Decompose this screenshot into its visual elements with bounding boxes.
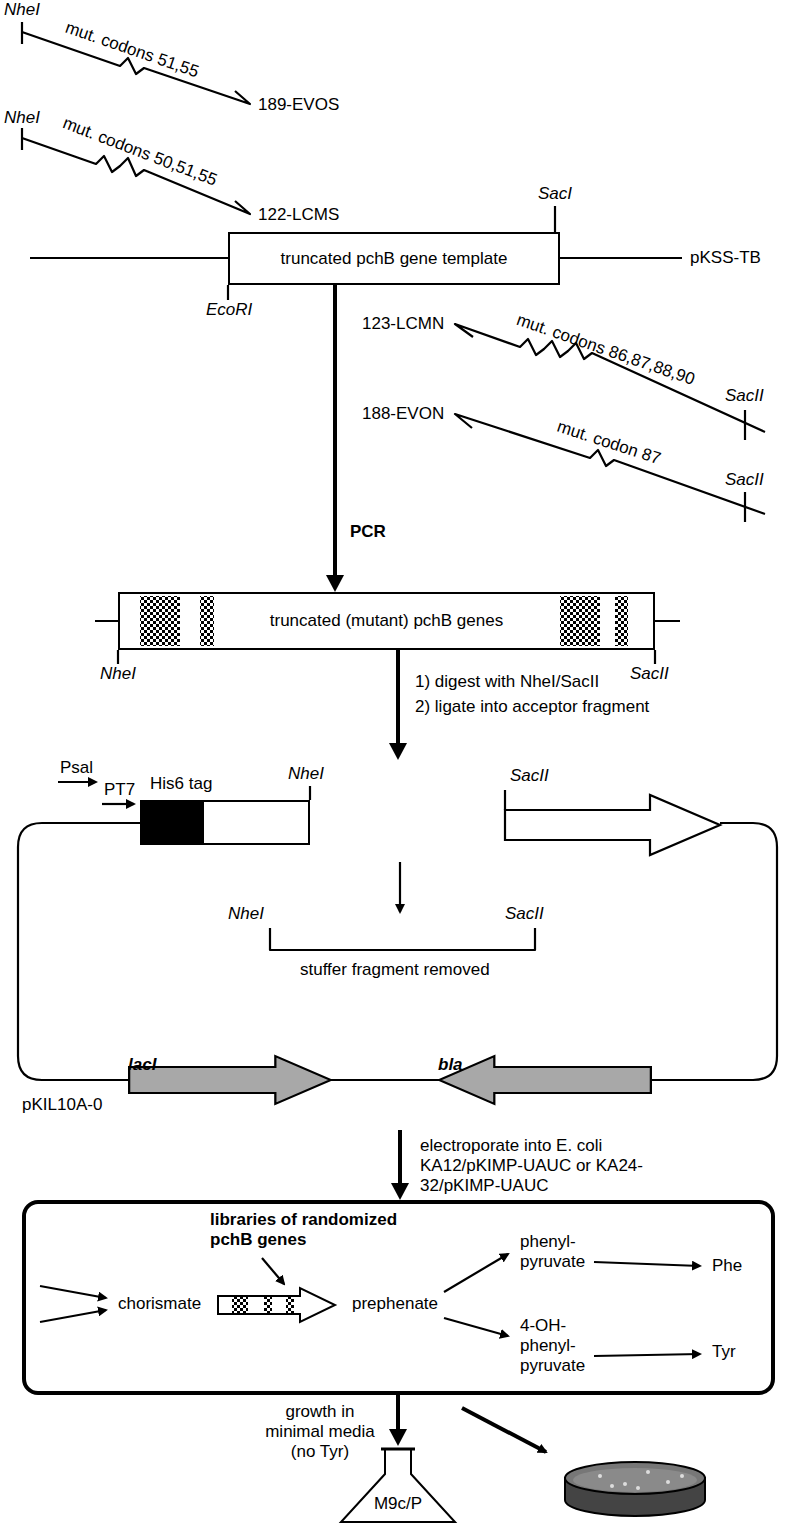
outline-path <box>439 1056 651 1104</box>
annotation-label: NheI <box>100 664 136 684</box>
annotation-label: Psal <box>60 758 93 778</box>
arrow-head <box>389 743 407 760</box>
annotation-label: SacI <box>538 184 572 204</box>
node-text: truncated (mutant) pchB genes <box>270 611 503 631</box>
arrow-shaft <box>398 1130 402 1184</box>
flow-arrow <box>389 1395 407 1446</box>
annotation-label: NheI <box>4 108 40 128</box>
annotation-label: 188-EVON <box>362 404 444 424</box>
node-text: Phe <box>712 1256 742 1276</box>
annotation-label: stuffer fragment removed <box>300 960 490 980</box>
flow-arrow <box>389 650 407 760</box>
node-text: prephenate <box>352 1294 438 1314</box>
node-text: chorismate <box>118 1294 201 1314</box>
node-text: pKIL10A-0 <box>22 1095 102 1115</box>
his-tag-fill <box>142 802 204 843</box>
bla-gene-arrow: bla <box>438 1055 652 1105</box>
node-text: 4-OH-phenyl-pyruvate <box>520 1316 600 1376</box>
annotation-label: EcoRI <box>206 300 252 320</box>
annotation-label: SacII <box>510 766 549 786</box>
node-text: libraries of randomized pchB genes <box>210 1210 415 1250</box>
annotation-label: 189-EVOS <box>258 95 339 115</box>
annotation-label: NheI <box>228 904 264 924</box>
node-text: His6 tag <box>150 774 212 794</box>
edge-label: growth in minimal media (no Tyr) <box>262 1402 378 1462</box>
arrow-shaft <box>396 1395 400 1430</box>
his-tag-box: His6 tag <box>140 800 310 845</box>
annotation-label: NheI <box>288 764 324 784</box>
annotation-label: 122-LCMS <box>258 205 339 225</box>
arrow-shaft <box>396 650 400 744</box>
outline-path <box>129 1056 331 1104</box>
annotation-label: pKSS-TB <box>690 248 761 268</box>
arrow-head <box>326 575 344 592</box>
annotation-label: SacII <box>725 470 764 490</box>
annotation-label: PT7 <box>104 780 135 800</box>
template-gene-box: truncated pchB gene template <box>228 232 560 285</box>
flask-rim <box>381 1448 415 1451</box>
arrow-shaft <box>333 285 337 576</box>
flow-arrow <box>391 1130 409 1200</box>
annotation-label: mut. codon 87 <box>555 417 664 469</box>
node-text: phenyl-pyruvate <box>520 1232 600 1272</box>
node-text: M9c/P <box>338 1494 458 1514</box>
edge-label: electroporate into E. coli KA12/pKIMP-UA… <box>420 1136 660 1196</box>
flow-arrow <box>326 285 344 592</box>
node-text: truncated pchB gene template <box>281 249 508 269</box>
pcr-product-box: truncated (mutant) pchB genes <box>118 592 655 650</box>
annotation-label: SacII <box>505 904 544 924</box>
annotation-label: 1) digest with NheI/SacII <box>415 672 599 692</box>
annotation-label: mut. codons 50,51,55 <box>60 113 220 190</box>
arrow-head <box>389 1429 407 1446</box>
annotation-label: 2) ligate into acceptor fragment <box>415 697 649 717</box>
plasmid-region: pKIL10A-0 His6 tag lacI bla <box>18 760 777 1130</box>
edge-label: PCR <box>350 522 386 542</box>
node-text: lacI <box>128 1055 332 1075</box>
ecoli-cell-box: libraries of randomized pchB genes choris… <box>22 1200 775 1395</box>
annotation-label: SacII <box>630 664 669 684</box>
arrow-head <box>391 1183 409 1200</box>
annotation-label: mut. codons 51,55 <box>63 18 202 82</box>
laci-gene-arrow-outline <box>128 1055 332 1105</box>
node-text: bla <box>438 1055 652 1075</box>
annotation-label: NheI <box>4 0 40 20</box>
annotation-label: SacII <box>725 386 764 406</box>
annotation-label: 123-LCMN <box>362 314 444 334</box>
laci-gene-arrow: lacI <box>128 1055 332 1105</box>
node-text: Tyr <box>712 1342 736 1362</box>
bla-gene-arrow-outline <box>438 1055 652 1105</box>
